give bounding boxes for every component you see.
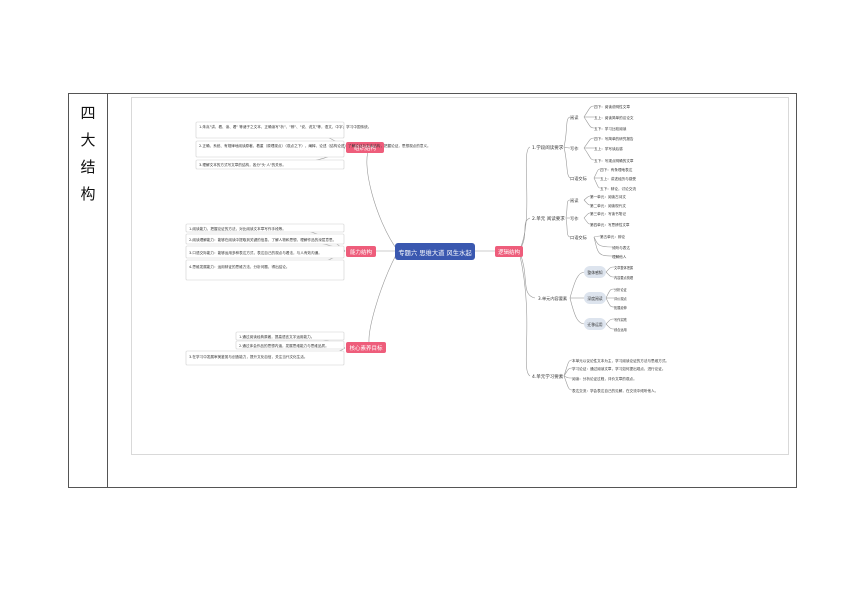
section-1: 1.学段阅读要求 阅读 写作 口语交际 四下：阅读说明性文章 五上：阅读简单的议… [532, 104, 636, 191]
leaf-text: 2.通过体会作品的思想内涵，发展思维能力与思维品质。 [239, 343, 329, 348]
item-text: 内容要点梳理 [614, 275, 634, 280]
item-text: 五下：辩论，讨论交流 [600, 186, 636, 191]
branch-logic: 逻辑结构 [495, 246, 523, 257]
item-text: 五下：学习比较阅读 [594, 126, 627, 131]
item-text: 评价观点 [614, 296, 628, 301]
leaf-box [185, 245, 345, 259]
branch-pill [346, 246, 376, 257]
item-text: 拓展延伸 [614, 305, 627, 310]
section-title: 2.单元 阅读要求 [532, 215, 565, 222]
table-frame [68, 93, 797, 488]
section-4: 4.单元学习要素 本单元以议论性文本为主，学习阅读论证的方法与思维方式。 学习论… [532, 358, 669, 393]
item-text: 本单元以议论性文本为主，学习阅读论证的方法与思维方式。 [572, 358, 669, 363]
leaf-text: 3.口语交际能力：能够运用多种表达方式，表达自己的观点与看法，与人有效沟通。 [189, 250, 322, 255]
section-title: 3.单元内容要素 [538, 295, 567, 302]
branch-label: 逻辑结构 [498, 248, 521, 256]
section-2: 2.单元 阅读要求 阅读 写作 口语交际 第一单元：阅读古诗文 第二单元：阅读现… [532, 194, 630, 259]
group-name: 写作 [570, 215, 579, 222]
group-name: 阅读 [570, 114, 578, 121]
group-name: 写作 [570, 145, 579, 152]
group-name: 阅读 [570, 197, 578, 204]
branch-pill [495, 246, 523, 257]
leaf-text: 2.阅读理解能力：能够在阅读中提取到关键的信息，了解人物和思想，理解作品的深层意… [189, 237, 336, 242]
b1-leaves: 1.朱熹"讲、看、读、看" 等诸子之文本，正确读写"析"、"辨"、"说、说文"等… [195, 121, 431, 170]
b3-leaves: 1.通过阅读经典原著，提高语言文字运用能力。 2.通过体会作品的思想内涵，发展思… [185, 331, 345, 366]
branch-label: 组织结构 [354, 144, 377, 152]
leaf-box [185, 233, 345, 245]
item-text: 文章整体把握 [614, 265, 634, 270]
leaf-box [185, 223, 345, 233]
item-text: 第四单元：写思辨性文章 [590, 222, 630, 227]
branch-pill [346, 142, 384, 153]
leaf-box [235, 340, 345, 350]
row-label: 四 大 结 构 [70, 100, 106, 208]
table-divider [107, 93, 108, 488]
leaf-text: 1.朱熹"讲、看、读、看" 等诸子之文本，正确读写"析"、"辨"、"说、说文"等… [199, 124, 371, 129]
row-label-char: 结 [80, 158, 96, 176]
item-text: 阅读：分析论证过程，评价文章的观点。 [572, 376, 637, 381]
item-text: 五上：讲述经历与感受 [600, 176, 636, 181]
item-text: 四下：写简单的研究报告 [594, 136, 634, 141]
item-text: 理解他人 [612, 254, 627, 259]
item-text: 四下：有条理地表达 [600, 167, 633, 172]
branch-pill [346, 342, 386, 353]
item-text: 分析论证 [614, 287, 628, 292]
group-chip [584, 318, 606, 330]
branch-literacy: 核心素养目标 [346, 342, 386, 353]
leaf-text: 3.在学习中发展审美鉴赏与创造能力，提升文化自信，关注当代文化生活。 [189, 354, 307, 359]
group-chip [584, 266, 606, 278]
group-name: 迁移运用 [587, 322, 602, 327]
row-label-char: 大 [80, 131, 96, 149]
leaf-text: 4.思维发展能力：运用辩证的思维方法，分析问题，得出结论。 [189, 264, 289, 269]
branch-ability: 能力结构 [346, 246, 376, 257]
item-text: 表达交流：学会表达自己的见解，在交流中倾听他人。 [572, 388, 658, 393]
section-3: 3.单元内容要素 整体感知 深度阅读 迁移运用 文章整体把握 内容要点梳理 分析… [538, 265, 634, 332]
group-name: 深度阅读 [587, 296, 602, 301]
item-text: 第二单元：阅读现代文 [590, 203, 626, 208]
section-title: 1.学段阅读要求 [532, 144, 564, 151]
item-text: 五下：写观点明确的文章 [594, 158, 634, 163]
center-label: 专题六 思维大道 风生水起 [398, 248, 472, 257]
item-text: 写作实践 [614, 317, 628, 322]
leaf-text: 2.正确、系统、有规律地阅读原著，着重（原理观点）（观点之下），阐释、论述（结构… [199, 143, 431, 148]
item-text: 五上：学写读后感 [594, 146, 623, 151]
b2-leaves: 1.阅读能力，把握论证的方法，对比阅读文本章写作手段等。 2.阅读理解能力：能够… [185, 223, 345, 281]
item-text: 学习论证：通过阅读文章，学习如何提出观点、进行论证。 [572, 366, 665, 371]
leaf-box [195, 159, 345, 170]
item-text: 倾听与表达 [612, 245, 630, 250]
item-text: 第三单元：写读书笔记 [590, 211, 626, 216]
leaf-text: 1.通过阅读经典原著，提高语言文字运用能力。 [239, 334, 314, 339]
leaf-text: 1.阅读能力，把握论证的方法，对比阅读文本章写作手段等。 [189, 226, 286, 231]
center-pill [395, 243, 475, 260]
group-chip [584, 292, 606, 304]
branch-organization: 组织结构 [346, 142, 384, 153]
row-label-char: 构 [80, 185, 96, 203]
group-name: 口语交际 [570, 175, 587, 182]
row-label-char: 四 [80, 104, 96, 122]
item-text: 综合运用 [614, 327, 627, 332]
branch-label: 能力结构 [350, 248, 373, 256]
leaf-box [185, 259, 345, 281]
branch-label: 核心素养目标 [349, 344, 383, 352]
center-node: 专题六 思维大道 风生水起 [395, 243, 475, 260]
leaf-box [235, 331, 345, 341]
leaf-box [195, 121, 345, 139]
leaf-text: 3.理解文本的方式写文章的结构，各分"头·人"的关系。 [199, 162, 286, 167]
item-text: 五上：阅读简单的议论文 [594, 115, 634, 120]
item-text: 第一单元：阅读古诗文 [590, 194, 626, 199]
section-title: 4.单元学习要素 [532, 373, 564, 380]
mind-map-frame [131, 97, 789, 455]
leaf-box [185, 350, 345, 366]
item-text: 第五单元：辩论 [600, 234, 626, 239]
item-text: 四下：阅读说明性文章 [594, 104, 630, 109]
leaf-box [195, 140, 345, 158]
group-name: 口语交际 [570, 234, 587, 241]
group-name: 整体感知 [587, 270, 602, 275]
